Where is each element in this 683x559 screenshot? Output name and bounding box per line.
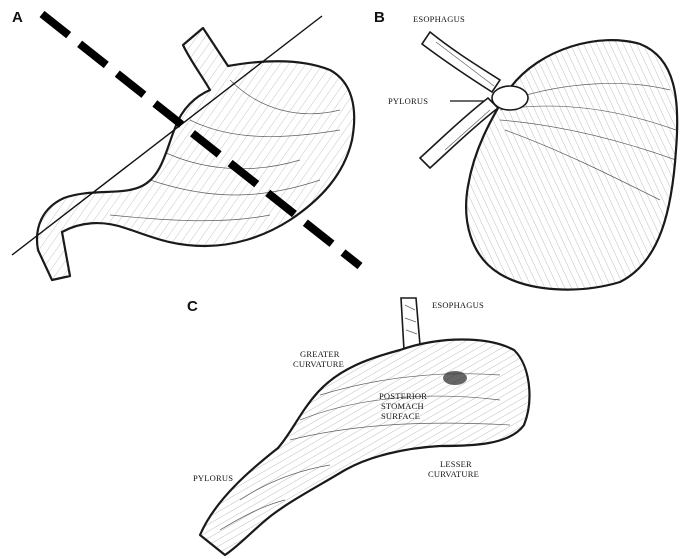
panel-c-posterior-line1: POSTERIOR <box>379 391 427 401</box>
panel-a: A <box>12 9 360 290</box>
panel-a-letter: A <box>12 9 23 26</box>
panel-c-letter: C <box>187 298 198 315</box>
panel-c-posterior-line3: SURFACE <box>381 411 420 421</box>
panel-c-pylorus-label: PYLORUS <box>193 473 233 483</box>
panel-c-esophagus-label: ESOPHAGUS <box>432 300 484 310</box>
panel-b-letter: B <box>374 9 385 26</box>
panel-c: C ESOPHAGUS GREATER CURVATURE POSTERIOR … <box>187 298 535 559</box>
panel-b-pylorus-label: PYLORUS <box>388 96 428 106</box>
panel-c-esophagus-tube <box>401 298 420 350</box>
panel-b: B ESOPHAGUS PYLORUS <box>374 9 683 300</box>
panel-a-stomach-illustration <box>30 20 360 290</box>
panel-c-lesser-curvature-line2: CURVATURE <box>428 469 479 479</box>
panel-c-lesser-curvature-line1: LESSER <box>440 459 472 469</box>
panel-b-stomach-illustration <box>460 30 683 300</box>
panel-c-greater-curvature-line1: GREATER <box>300 349 340 359</box>
panel-c-stomach-illustration <box>195 330 535 559</box>
panel-c-posterior-line2: STOMACH <box>381 401 424 411</box>
panel-b-esophagus-label: ESOPHAGUS <box>413 14 465 24</box>
panel-c-greater-curvature-line2: CURVATURE <box>293 359 344 369</box>
